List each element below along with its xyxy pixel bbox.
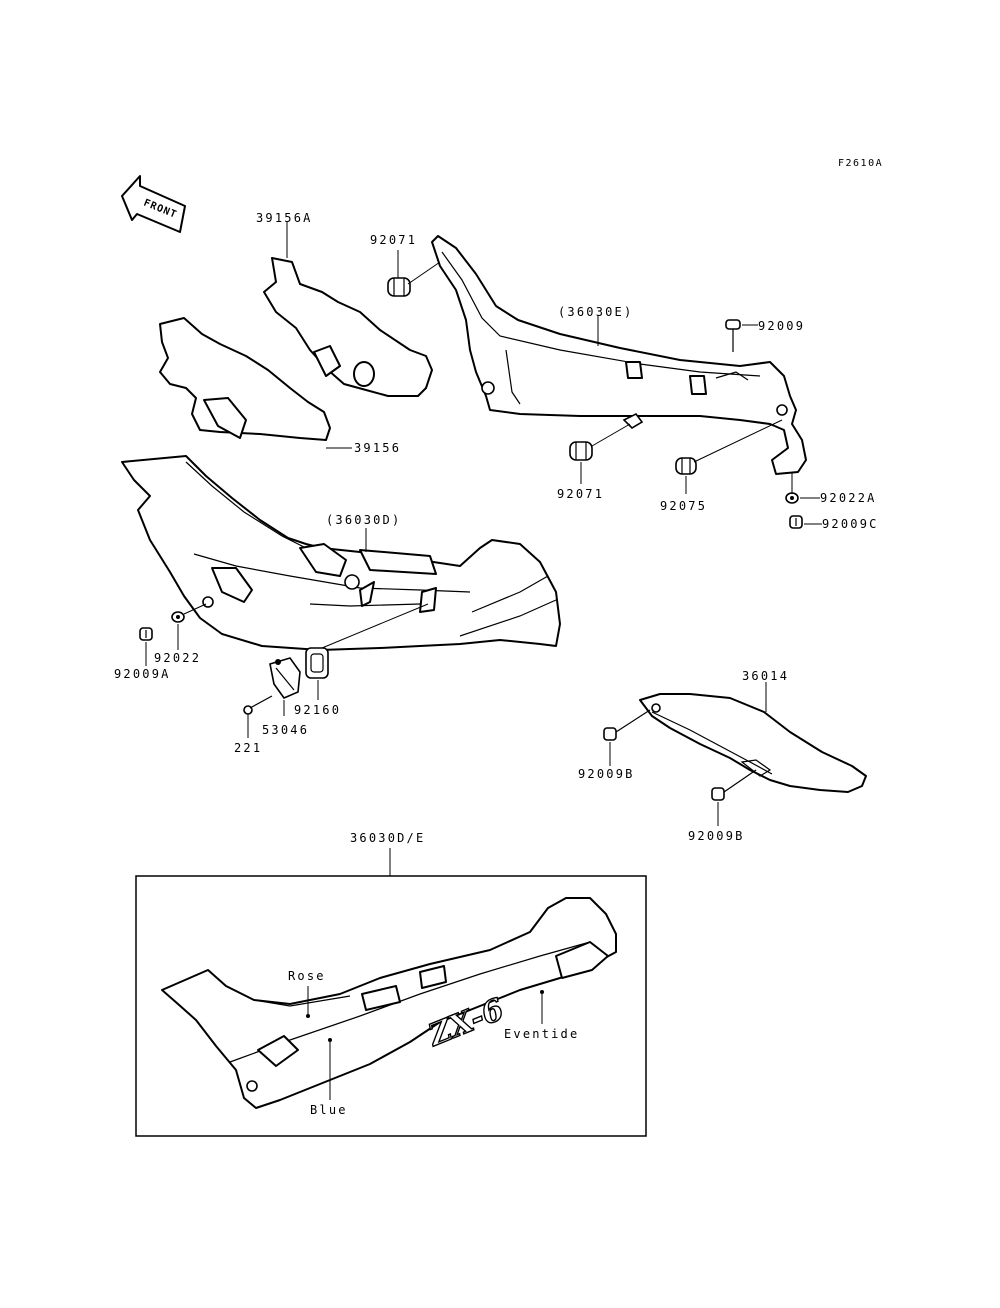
- inset-box: [135, 875, 647, 1137]
- label-221: 221: [234, 741, 262, 755]
- washer-92022: [171, 611, 185, 623]
- bolt-92009B-1: [603, 709, 651, 741]
- rubber-92160: [305, 647, 329, 679]
- grommet-92071-bottom: [569, 441, 593, 461]
- inset-label-rose: Rose: [288, 969, 326, 983]
- label-92075: 92075: [660, 499, 707, 513]
- label-92022: 92022: [154, 651, 201, 665]
- figure-code: F2610A: [838, 158, 883, 169]
- bolt-92009B-2: [711, 769, 757, 801]
- label-53046: 53046: [262, 723, 309, 737]
- label-92009B-1: 92009B: [578, 767, 635, 781]
- inset-label-eventide: Eventide: [504, 1027, 579, 1041]
- part-36030E-shape: [431, 235, 807, 475]
- label-36014: 36014: [742, 669, 789, 683]
- front-arrow-icon: FRONT: [121, 175, 186, 233]
- bolt-92009C: [789, 515, 803, 529]
- part-36030D-shape: [121, 455, 561, 651]
- grommet-92071-top: [387, 277, 411, 297]
- label-36030E: (36030E): [558, 305, 633, 319]
- inset-label-blue: Blue: [310, 1103, 348, 1117]
- label-92009C: 92009C: [822, 517, 879, 531]
- label-92022A: 92022A: [820, 491, 877, 505]
- inset-title: 36030D/E: [350, 831, 425, 845]
- holder-53046: [269, 657, 301, 699]
- label-36030D: (36030D): [326, 513, 401, 527]
- bolt-92009: [725, 319, 741, 352]
- label-39156: 39156: [354, 441, 401, 455]
- label-39156A: 39156A: [256, 211, 313, 225]
- label-92009: 92009: [758, 319, 805, 333]
- part-36014-shape: [639, 693, 867, 793]
- label-92160: 92160: [294, 703, 341, 717]
- washer-92022A: [785, 492, 799, 504]
- part-39156A-shape: [263, 257, 433, 397]
- part-39156-shape: [159, 317, 331, 441]
- bolt-92009A: [139, 627, 153, 641]
- grommet-92075: [675, 457, 697, 475]
- screw-221: [243, 695, 273, 715]
- label-92009A: 92009A: [114, 667, 171, 681]
- label-92071-bottom: 92071: [557, 487, 604, 501]
- label-92071-top: 92071: [370, 233, 417, 247]
- label-92009B-2: 92009B: [688, 829, 745, 843]
- inset-cover-shape: [161, 897, 617, 1109]
